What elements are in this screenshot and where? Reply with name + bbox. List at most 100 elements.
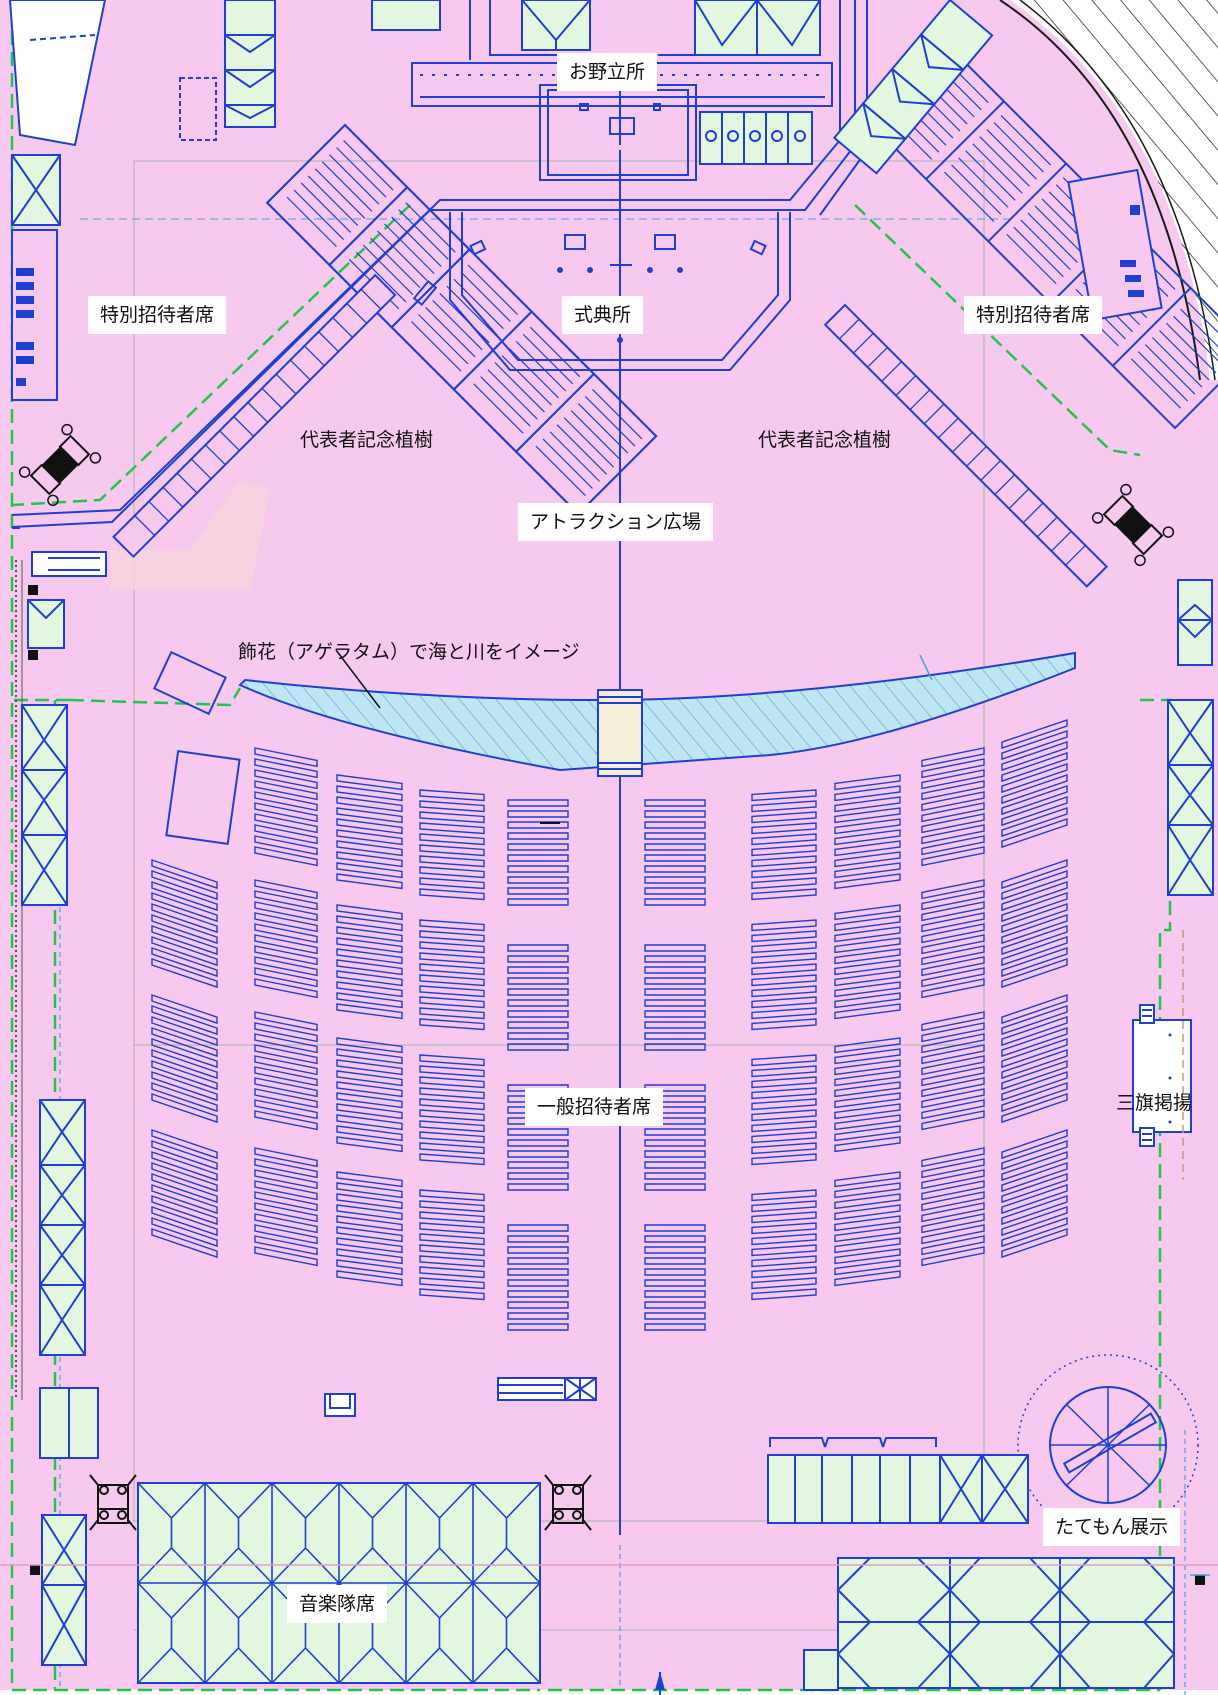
- seat-block: [751, 789, 817, 901]
- seat-row: [419, 866, 485, 879]
- seat-row: [751, 996, 817, 1009]
- seat-row: [419, 844, 485, 857]
- seat-row: [151, 870, 218, 901]
- seat-row: [1001, 947, 1068, 978]
- seat-block: [254, 1147, 318, 1267]
- seat-row: [834, 818, 901, 835]
- seat-row: [921, 1235, 985, 1256]
- seat-block: [644, 944, 706, 1051]
- ippan-label: 一般招待者席: [525, 1088, 664, 1126]
- seat-row: [336, 785, 403, 802]
- seat-row: [751, 800, 817, 813]
- seat-row: [751, 877, 817, 890]
- seat-block: [254, 879, 318, 999]
- seat-row: [151, 881, 218, 912]
- seat-row: [507, 865, 569, 873]
- seat-row: [1001, 994, 1068, 1025]
- grandstand-top-right: [1010, 0, 1218, 380]
- seat-row: [254, 824, 318, 845]
- seat-row: [644, 977, 706, 985]
- seat-row: [921, 1077, 985, 1098]
- seat-block: [644, 1224, 706, 1331]
- seat-row: [644, 1224, 706, 1232]
- seat-row: [921, 1202, 985, 1223]
- seat-row: [921, 923, 985, 944]
- seat-row: [1001, 774, 1068, 805]
- seat-row: [336, 1003, 403, 1020]
- seat-row: [336, 1204, 403, 1221]
- seat-row: [151, 1228, 218, 1259]
- seat-row: [751, 1222, 817, 1235]
- seat-row: [254, 1088, 318, 1109]
- seat-row: [644, 1032, 706, 1040]
- seat-row: [834, 926, 901, 943]
- seat-row: [921, 978, 985, 999]
- seat-row: [151, 925, 218, 956]
- seat-row: [644, 1246, 706, 1254]
- seat-row: [644, 1290, 706, 1298]
- seat-row: [419, 919, 485, 932]
- seat-row: [151, 1206, 218, 1237]
- seat-row: [507, 810, 569, 818]
- seat-row: [254, 1011, 318, 1032]
- seat-row: [751, 1142, 817, 1155]
- seat-block: [151, 1129, 218, 1259]
- seat-row: [254, 1246, 318, 1267]
- seat-row: [751, 1131, 817, 1144]
- seat-row: [1001, 1195, 1068, 1226]
- seat-row: [336, 774, 403, 791]
- seat-row: [644, 810, 706, 818]
- seat-row: [151, 958, 218, 989]
- seat-row: [751, 1007, 817, 1020]
- seat-row: [419, 1065, 485, 1078]
- seat-row: [751, 1277, 817, 1290]
- seat-row: [151, 1184, 218, 1215]
- seat-row: [507, 1183, 569, 1191]
- seat-row: [921, 879, 985, 900]
- seat-row: [254, 1033, 318, 1054]
- seat-row: [921, 912, 985, 933]
- seat-row: [1001, 796, 1068, 827]
- seat-block: [336, 904, 403, 1020]
- seat-row: [254, 1077, 318, 1098]
- seat-row: [751, 1233, 817, 1246]
- seat-row: [834, 1226, 901, 1243]
- seat-row: [507, 1301, 569, 1309]
- seat-row: [254, 1022, 318, 1043]
- seat-row: [419, 833, 485, 846]
- sanki-label: 三旗掲揚: [1116, 1092, 1193, 1114]
- seat-row: [254, 1213, 318, 1234]
- seat-row: [921, 813, 985, 834]
- seat-row: [751, 941, 817, 954]
- seat-row: [507, 1224, 569, 1232]
- seat-row: [507, 1290, 569, 1298]
- seat-row: [336, 1182, 403, 1199]
- seat-row: [419, 1120, 485, 1133]
- seat-row: [254, 1055, 318, 1076]
- ageratum-flower-bed: [238, 651, 1076, 772]
- seat-row: [751, 844, 817, 857]
- seat-row: [834, 851, 901, 868]
- seat-row: [1001, 1060, 1068, 1091]
- seat-row: [921, 967, 985, 988]
- seat-row: [254, 890, 318, 911]
- seat-row: [921, 791, 985, 812]
- seat-row: [254, 923, 318, 944]
- seat-row: [834, 1037, 901, 1054]
- seat-row: [336, 1114, 403, 1131]
- seat-row: [644, 1128, 706, 1136]
- seat-row: [336, 981, 403, 998]
- seat-row: [644, 821, 706, 829]
- seat-row: [254, 1235, 318, 1256]
- seat-row: [644, 1161, 706, 1169]
- seat-row: [336, 1270, 403, 1287]
- seat-row: [419, 1142, 485, 1155]
- seat-row: [336, 1237, 403, 1254]
- seat-block: [751, 1054, 817, 1166]
- seat-row: [151, 1140, 218, 1171]
- seat-block: [921, 1147, 985, 1267]
- seat-row: [336, 851, 403, 868]
- seat-row: [1001, 1038, 1068, 1069]
- seat-row: [507, 1032, 569, 1040]
- seat-row: [644, 799, 706, 807]
